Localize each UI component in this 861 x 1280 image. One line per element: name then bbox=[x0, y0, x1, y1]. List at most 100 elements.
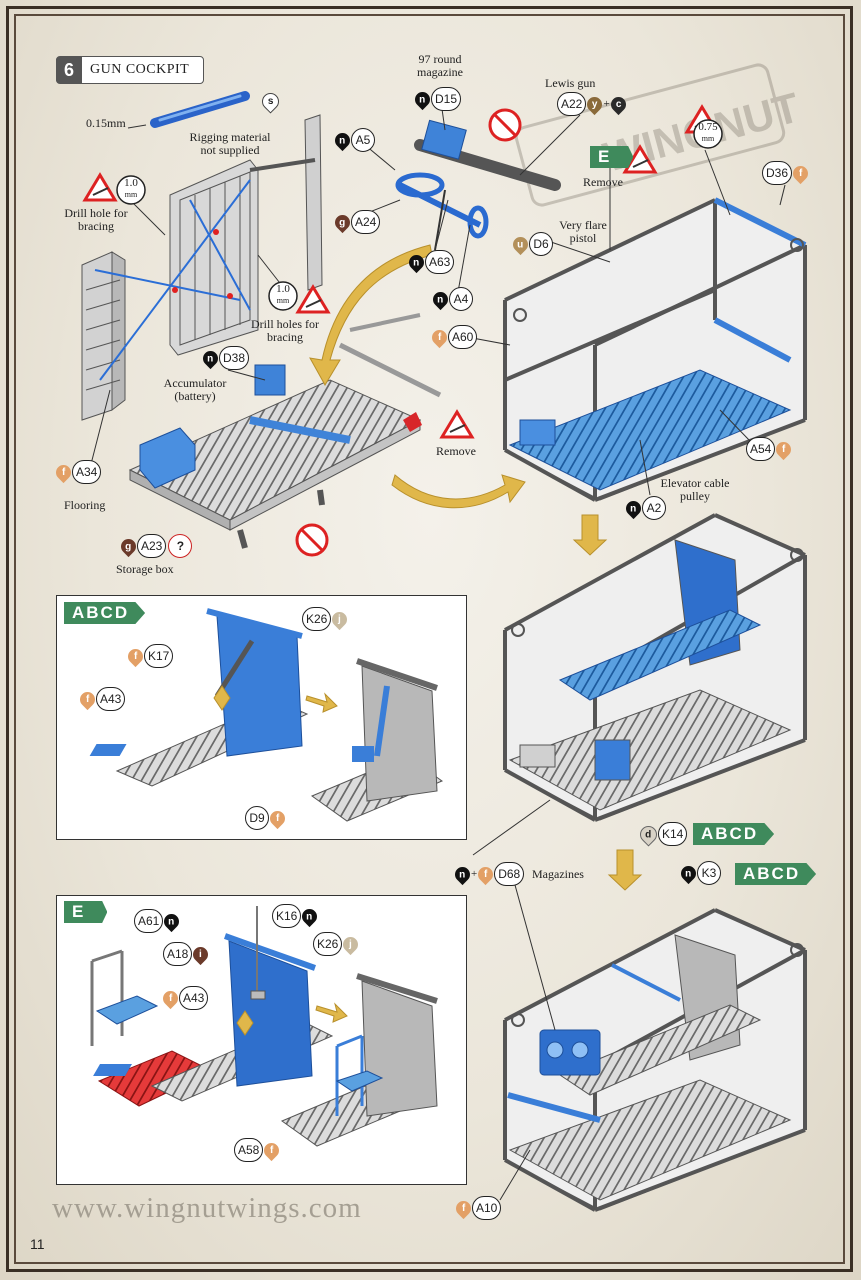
paint-drop-icon: f bbox=[52, 461, 75, 483]
side-frame-left bbox=[81, 114, 323, 421]
part-number: K16 bbox=[272, 904, 302, 928]
part-number: A43 bbox=[179, 986, 209, 1010]
paint-drop-icon: n bbox=[405, 251, 428, 273]
part-A23: g A23 ? bbox=[117, 534, 193, 558]
paint-drop-icon: s bbox=[258, 89, 283, 114]
drill-size-circles bbox=[116, 119, 723, 311]
paint-drop-icon: j bbox=[329, 608, 351, 630]
part-D36: D36 f bbox=[761, 161, 812, 185]
cockpit-frame-bottom bbox=[503, 908, 807, 1212]
paint-drop-icon: c bbox=[607, 93, 629, 115]
lewis-gun-label: Lewis gun bbox=[545, 76, 596, 90]
part-A2: n A2 bbox=[622, 496, 667, 520]
part-D9: D9 f bbox=[244, 806, 289, 830]
part-number: K17 bbox=[144, 644, 174, 668]
part-number: K26 bbox=[302, 607, 332, 631]
storage-box-label: Storage box bbox=[116, 562, 174, 576]
part-number: D38 bbox=[219, 346, 250, 370]
part-number: A18 bbox=[163, 942, 193, 966]
variant-badge-e: E bbox=[590, 146, 634, 168]
remove-label: Remove bbox=[436, 444, 476, 458]
part-D15: n D15 bbox=[411, 87, 462, 111]
part-number: D6 bbox=[529, 232, 553, 256]
paint-drop-icon: f bbox=[266, 807, 289, 829]
lewis-gun bbox=[395, 119, 561, 251]
page-border-outer bbox=[6, 6, 853, 1272]
part-number: A60 bbox=[448, 325, 478, 349]
part-number: K26 bbox=[313, 932, 343, 956]
rigging-size-label: 0.15mm bbox=[86, 116, 126, 130]
part-number: A43 bbox=[96, 687, 126, 711]
step-number: 6 bbox=[56, 57, 82, 83]
paint-drop-icon: f bbox=[789, 162, 812, 184]
part-A54: A54 f bbox=[745, 437, 795, 461]
part-K17: f K17 bbox=[124, 644, 174, 668]
paint-drop-icon: f bbox=[261, 1139, 283, 1161]
part-D6: u D6 bbox=[509, 232, 554, 256]
paint-drop-icon: u bbox=[509, 233, 532, 255]
page-number: 11 bbox=[30, 1236, 45, 1252]
part-A24: g A24 bbox=[331, 210, 381, 234]
cockpit-frame-middle bbox=[503, 513, 807, 822]
part-number: D36 bbox=[762, 161, 793, 185]
part-A34: f A34 bbox=[52, 460, 102, 484]
part-A61: A61 n bbox=[133, 909, 183, 933]
paint-drop-icon: f bbox=[452, 1197, 475, 1219]
part-K26: K26 j bbox=[301, 607, 351, 631]
paint-drop-icon: n bbox=[161, 910, 183, 932]
inset-abcd-illustration bbox=[89, 608, 444, 822]
paint-drop-icon: j bbox=[340, 933, 362, 955]
paint-drop-icon: g bbox=[331, 211, 354, 233]
part-number: D15 bbox=[431, 87, 462, 111]
question-icon: ? bbox=[168, 534, 193, 558]
part-A22: A22 y + c bbox=[556, 92, 629, 116]
inset-e-illustration bbox=[90, 906, 438, 1147]
part-D68: n + f D68 bbox=[451, 862, 525, 886]
paint-drop-icon: f bbox=[124, 645, 147, 667]
part-number: A4 bbox=[449, 287, 473, 311]
paint-drop-icon: g bbox=[117, 535, 140, 557]
paint-drop-icon: y bbox=[584, 93, 606, 115]
paint-drop-icon: f bbox=[159, 987, 182, 1009]
remove-label: Remove bbox=[583, 175, 623, 189]
part-number: A63 bbox=[425, 250, 455, 274]
direction-arrows bbox=[309, 244, 643, 891]
paint-drop-icon: i bbox=[190, 943, 212, 965]
part-number: D9 bbox=[245, 806, 269, 830]
plus-sign: + bbox=[603, 98, 610, 110]
paint-drop-icon: n bbox=[199, 347, 222, 369]
accumulator-note: Accumulator(battery) bbox=[163, 376, 227, 403]
part-A63: n A63 bbox=[405, 250, 455, 274]
paint-drop-icon: n bbox=[331, 129, 354, 151]
part-A58: A58 f bbox=[233, 1138, 283, 1162]
part-number: A61 bbox=[134, 909, 164, 933]
part-number: A2 bbox=[642, 496, 666, 520]
paint-drop-icon: n bbox=[429, 288, 452, 310]
inset-abcd bbox=[56, 595, 467, 840]
part-A43-e: f A43 bbox=[159, 986, 209, 1010]
part-K3: n K3 bbox=[677, 861, 722, 885]
paint-callout-s: s bbox=[258, 89, 283, 114]
paint-drop-icon: n bbox=[299, 905, 321, 927]
website-watermark: www.wingnutwings.com bbox=[52, 1192, 362, 1224]
variant-badge-abcd: ABCD bbox=[693, 823, 775, 845]
paint-drop-icon: f bbox=[773, 438, 795, 460]
part-number: A54 bbox=[746, 437, 776, 461]
paint-drop-icon: n bbox=[622, 497, 645, 519]
part-number: A22 bbox=[557, 92, 587, 116]
part-number: D68 bbox=[494, 862, 525, 886]
part-D38: n D38 bbox=[199, 346, 250, 370]
rigging-rod bbox=[127, 91, 250, 129]
page-border-inner bbox=[14, 14, 845, 1264]
part-A43: f A43 bbox=[76, 687, 126, 711]
